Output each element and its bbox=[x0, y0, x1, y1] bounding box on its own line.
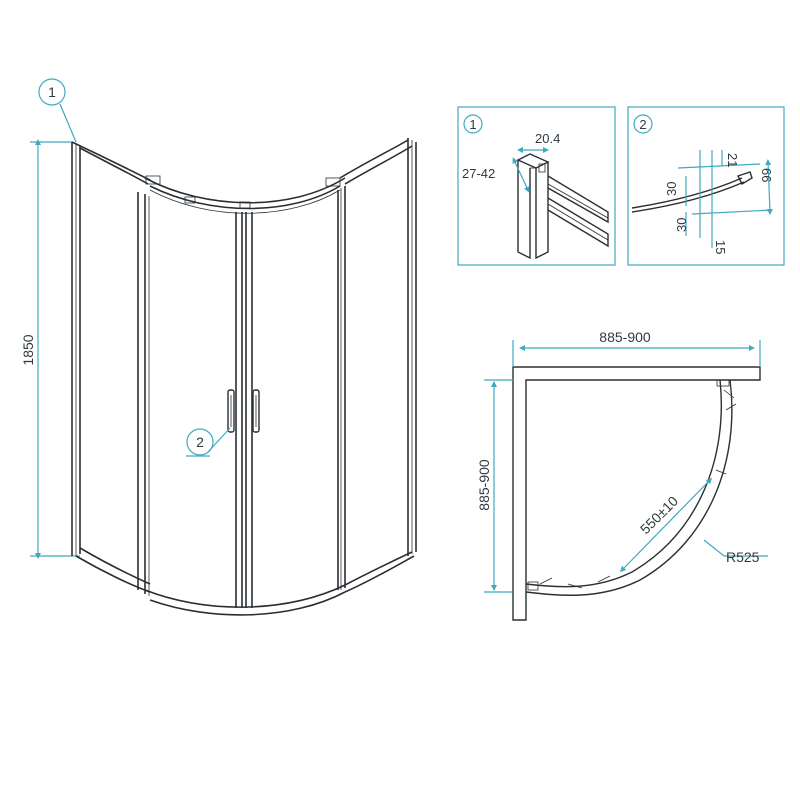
callout-1: 1 bbox=[38, 78, 77, 143]
bottom-rail bbox=[75, 547, 415, 616]
dim-21-label: 21 bbox=[725, 153, 740, 167]
top-rail bbox=[71, 139, 413, 214]
plan-opening-dimension: 550±10 bbox=[619, 477, 713, 573]
plan-radius-label: R525 bbox=[726, 549, 760, 565]
detail-1-box: 1 20.4 27-42 bbox=[457, 106, 616, 266]
dim-30-upper-label: 30 bbox=[664, 182, 679, 196]
rail-section-drawing bbox=[631, 171, 753, 213]
right-wall-post bbox=[407, 138, 417, 556]
plan-depth-dimension: 885-900 bbox=[476, 379, 513, 593]
plan-view: 885-900 885-900 550±10 R525 bbox=[476, 329, 768, 621]
plan-radius-callout: R525 bbox=[703, 539, 768, 565]
sliding-door-right bbox=[245, 212, 253, 608]
detail-2-number: 2 bbox=[639, 117, 646, 132]
fixed-left-panel bbox=[137, 192, 150, 596]
profile-width-label: 20.4 bbox=[535, 131, 560, 146]
door-handles bbox=[227, 389, 260, 433]
plan-width-dimension: 885-900 bbox=[512, 329, 761, 367]
callout-1-number: 1 bbox=[48, 84, 56, 100]
dim-15-label: 15 bbox=[713, 240, 728, 254]
main-elevation-view: 1850 1 bbox=[20, 78, 417, 616]
detail-1-number: 1 bbox=[469, 117, 476, 132]
sliding-door-left bbox=[235, 212, 243, 608]
height-label: 1850 bbox=[20, 334, 36, 365]
profile-drawing bbox=[516, 153, 609, 260]
plan-enclosure-curve bbox=[525, 379, 737, 596]
dim-66-label: 66 bbox=[759, 168, 774, 182]
fixed-right-panel bbox=[337, 186, 346, 590]
callout-2-number: 2 bbox=[196, 434, 204, 450]
plan-width-label: 885-900 bbox=[599, 329, 651, 345]
left-wall-post bbox=[71, 142, 81, 556]
dim-30-lower-label: 30 bbox=[674, 218, 689, 232]
detail-2-dimensions bbox=[677, 150, 773, 248]
callout-2: 2 bbox=[186, 427, 231, 457]
plan-depth-label: 885-900 bbox=[476, 459, 492, 511]
adjustment-range-label: 27-42 bbox=[462, 166, 495, 181]
detail-2-box: 2 21 66 30 30 15 bbox=[627, 106, 785, 266]
height-dimension: 1850 bbox=[20, 139, 80, 559]
plan-opening-label: 550±10 bbox=[637, 493, 681, 537]
